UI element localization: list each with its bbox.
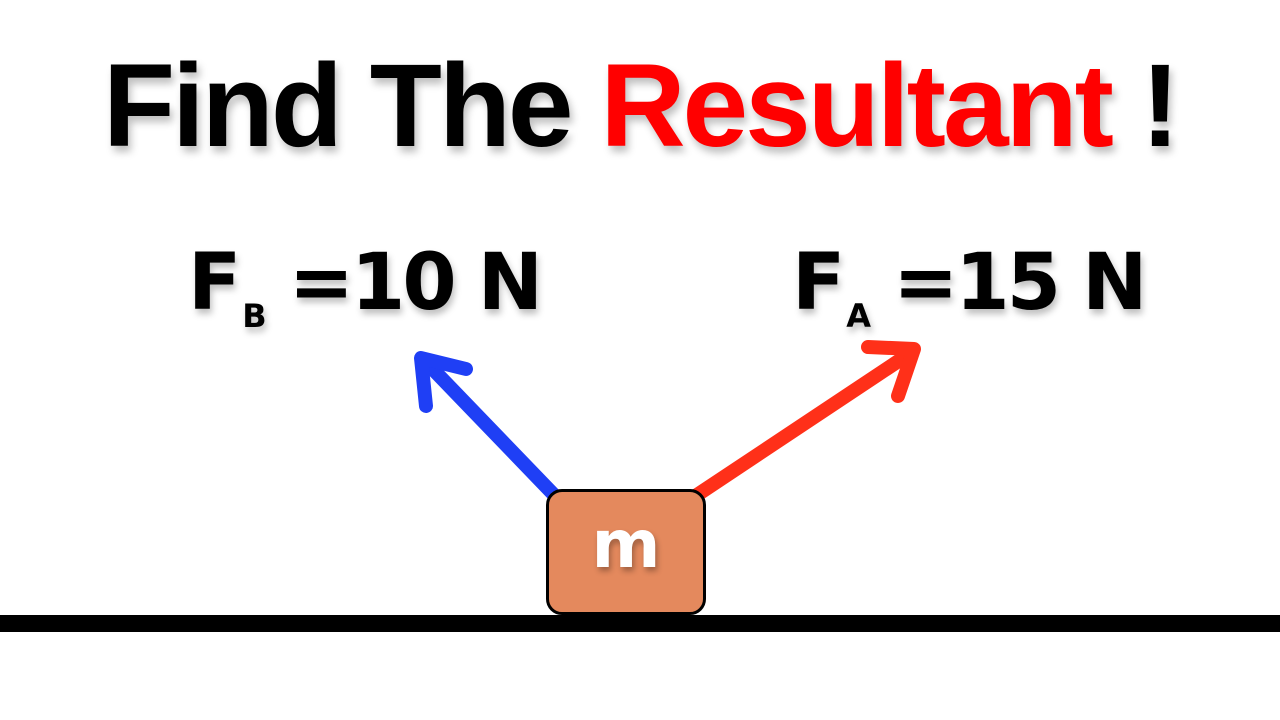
force-a-arrow [687,340,921,504]
force-b-value: 10 N [351,238,543,328]
title: Find The Resultant ! [0,38,1280,174]
force-a-symbol: F [792,238,845,328]
force-a-subscript: A [846,297,872,335]
force-a-value: 15 N [955,238,1147,328]
force-b-subscript: B [242,297,267,335]
mass-block: m [546,489,706,615]
force-b-arrow [414,351,563,504]
mass-label: m [591,506,661,583]
title-part1: Find The [102,40,574,172]
ground-line [0,615,1280,632]
force-a-equals: = [893,238,958,328]
title-resultant: Resultant [600,40,1114,172]
force-b-equals: = [288,238,354,328]
title-exclamation: ! [1140,40,1180,172]
force-b-symbol: F [188,238,241,328]
